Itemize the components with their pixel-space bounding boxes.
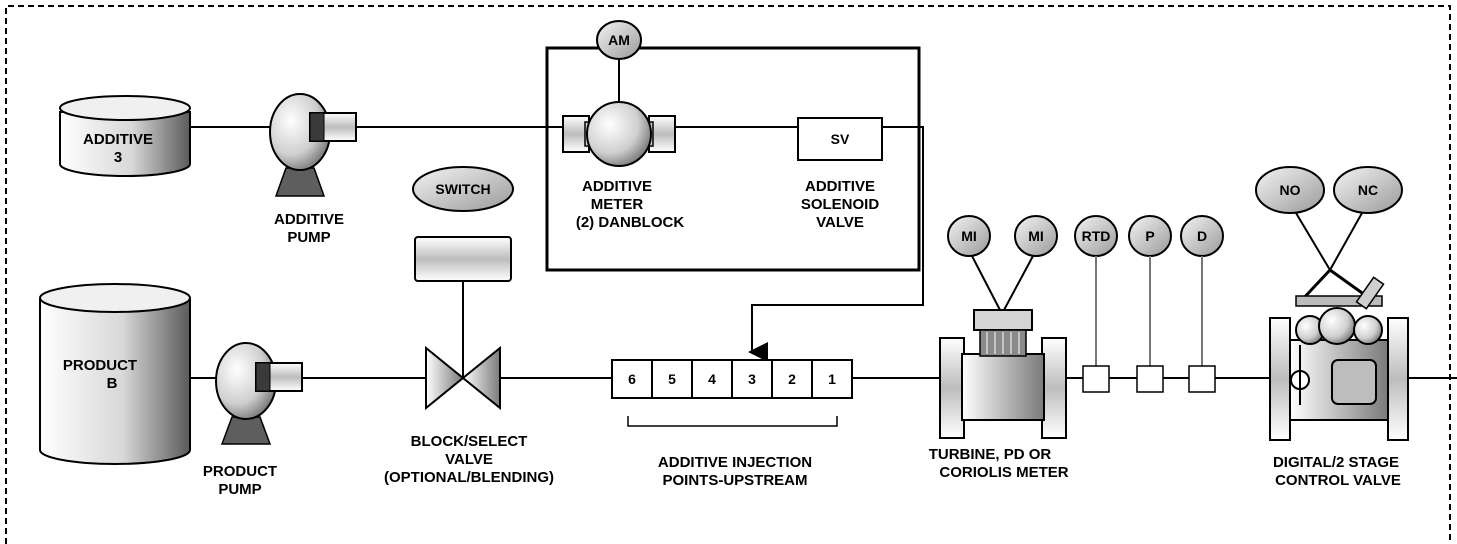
mi-tag-1: MI <box>947 215 991 257</box>
product-tank: PRODUCT B <box>39 283 191 465</box>
danblock-box <box>545 46 921 272</box>
control-valve <box>1269 268 1409 441</box>
nc-line <box>1329 212 1363 271</box>
rtd-sensor: RTD <box>1074 215 1118 393</box>
switch-tag-text: SWITCH <box>435 181 490 197</box>
injection-point-5: 5 <box>668 371 676 387</box>
no-line <box>1295 212 1331 271</box>
solenoid-valve-label-2: SOLENOID <box>801 196 880 213</box>
solenoid-valve: SV <box>797 117 883 161</box>
mi-tag-2-text: MI <box>1028 228 1044 244</box>
additive-meter-label-3: (2) DANBLOCK <box>576 214 684 231</box>
injection-point-6: 6 <box>628 371 636 387</box>
turbine-meter <box>939 309 1067 439</box>
additive-pump-label-2: PUMP <box>287 229 330 246</box>
additive-pump <box>269 93 357 197</box>
nc-tag: NC <box>1333 166 1403 214</box>
control-valve-label: DIGITAL/2 STAGE <box>1273 454 1399 471</box>
solenoid-valve-label: ADDITIVE <box>805 178 875 195</box>
additive-tank: ADDITIVE 3 <box>59 95 191 177</box>
product-tank-letter: B <box>107 375 118 392</box>
block-valve-label-2: VALVE <box>445 451 493 468</box>
mi-tag-1-text: MI <box>961 228 977 244</box>
dashed-boundary <box>5 5 1451 544</box>
nc-tag-text: NC <box>1358 182 1378 198</box>
switch-actuator <box>414 236 512 282</box>
block-valve-label-3: (OPTIONAL/BLENDING) <box>384 469 554 486</box>
additive-meter-label-2: METER <box>591 196 644 213</box>
injection-label-2: POINTS-UPSTREAM <box>662 472 807 489</box>
rtd-tag-text: RTD <box>1082 228 1111 244</box>
additive-pump-label: ADDITIVE <box>274 211 344 228</box>
product-pump-label: PRODUCT <box>203 463 277 480</box>
am-tag: AM <box>596 20 642 60</box>
solenoid-valve-label-3: VALVE <box>816 214 864 231</box>
product-tank-label: PRODUCT <box>63 357 137 374</box>
block-valve-label: BLOCK/SELECT <box>411 433 528 450</box>
d-tag-text: D <box>1197 228 1207 244</box>
injection-point-1: 1 <box>828 371 836 387</box>
no-tag: NO <box>1255 166 1325 214</box>
density-sensor: D <box>1180 215 1224 393</box>
sv-tag-text: SV <box>831 131 850 147</box>
mi-line-2 <box>1003 255 1034 311</box>
additive-meter <box>562 101 676 167</box>
mi-tag-2: MI <box>1014 215 1058 257</box>
block-select-valve <box>425 345 501 411</box>
pressure-sensor: P <box>1128 215 1172 393</box>
injection-manifold: 6 5 4 3 2 1 <box>611 359 853 427</box>
p-tag-text: P <box>1145 228 1154 244</box>
injection-line <box>748 126 924 362</box>
turbine-meter-label-2: CORIOLIS METER <box>939 464 1068 481</box>
no-tag-text: NO <box>1280 182 1301 198</box>
product-pump <box>215 342 303 445</box>
additive-meter-label: ADDITIVE <box>582 178 652 195</box>
additive-tank-number: 3 <box>114 149 122 166</box>
am-tag-text: AM <box>608 32 630 48</box>
injection-label: ADDITIVE INJECTION <box>658 454 812 471</box>
injection-point-4: 4 <box>708 371 716 387</box>
additive-tank-label: ADDITIVE <box>83 131 153 148</box>
turbine-meter-label: TURBINE, PD OR <box>929 446 1052 463</box>
switch-tag: SWITCH <box>412 166 514 212</box>
product-pump-label-2: PUMP <box>218 481 261 498</box>
injection-point-3: 3 <box>748 371 756 387</box>
control-valve-label-2: CONTROL VALVE <box>1275 472 1401 489</box>
injection-point-2: 2 <box>788 371 796 387</box>
mi-line-1 <box>971 255 1001 311</box>
